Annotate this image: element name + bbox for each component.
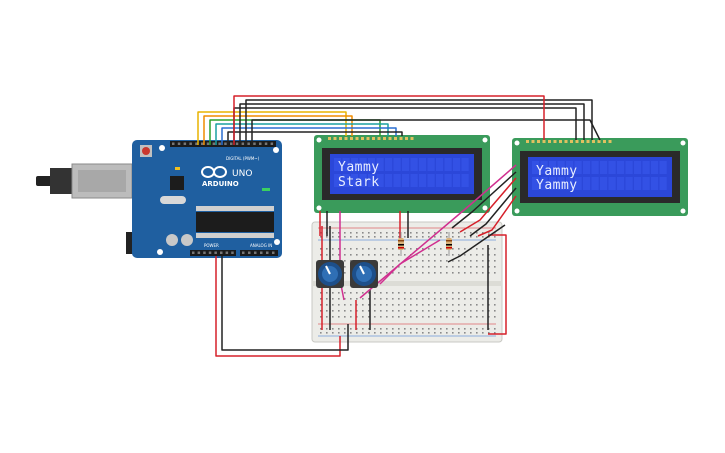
analog-header-label: ANALOG IN <box>250 243 272 248</box>
wire-black-1 <box>227 131 403 145</box>
lcd-display-1: Yammy Stark <box>314 135 490 213</box>
wire-red-rail <box>488 234 507 335</box>
lcd2-line-2: Yammy <box>536 178 578 193</box>
lcd-display-2: Yammy Yammy <box>512 138 688 216</box>
digital-header-label: DIGITAL (PWM~) <box>226 156 260 161</box>
analog-header <box>240 250 278 256</box>
potentiometer-icon <box>350 260 378 288</box>
atmega-chip <box>196 212 274 232</box>
wire-black-3 <box>239 103 585 145</box>
lcd1-line-2: Stark <box>338 175 380 190</box>
usb-connector-icon <box>36 163 133 199</box>
wire-red-power <box>215 256 341 357</box>
lcd2-line-1: Yammy <box>536 164 578 179</box>
potentiometer-icon <box>316 260 344 288</box>
wire-orange <box>203 115 353 145</box>
resistor-icon <box>398 232 404 256</box>
infinity-icon <box>201 166 227 178</box>
digital-header <box>170 141 276 147</box>
wire-black-5 <box>251 119 601 145</box>
arduino-brand-label: ARDUINO <box>202 180 239 188</box>
wire-black-4 <box>245 99 593 145</box>
arduino-model-label: UNO <box>232 169 252 179</box>
lcd1-line-1: Yammy <box>338 160 380 175</box>
wire-teal <box>215 123 389 145</box>
power-header <box>190 250 236 256</box>
resistor-icon <box>446 232 452 256</box>
wire-black-gnd <box>221 256 349 351</box>
wire-red-top <box>233 95 545 145</box>
power-header-label: POWER <box>204 243 219 248</box>
arduino-board: ARDUINO UNO DIGITAL (PWM~) POWER ANALOG … <box>36 140 282 258</box>
arduino-pcb <box>132 140 282 258</box>
